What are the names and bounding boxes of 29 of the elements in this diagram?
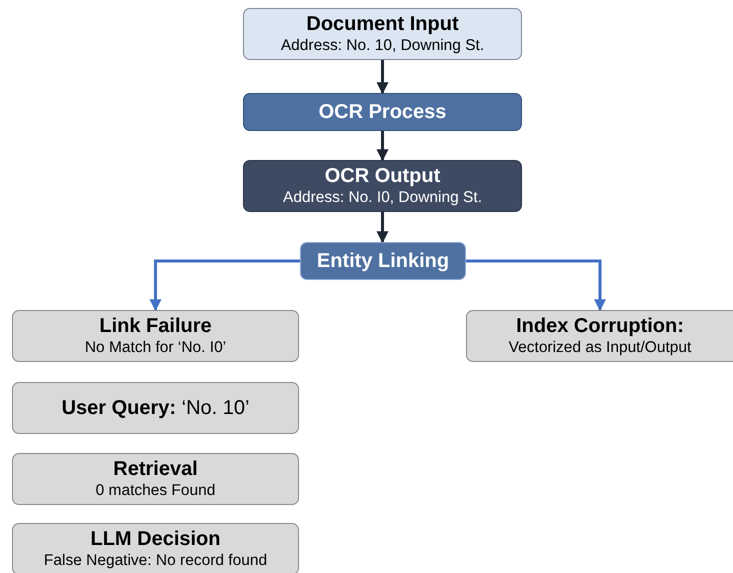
box-title: Index Corruption: xyxy=(516,315,684,338)
process-box xyxy=(300,242,466,280)
process-box xyxy=(243,93,522,131)
box-title: User Query: ‘No. 10’ xyxy=(62,396,250,420)
arrow xyxy=(376,60,388,94)
box-title: LLM Decision xyxy=(90,528,220,551)
box-title: Document Input xyxy=(306,13,459,36)
process-box xyxy=(243,160,522,212)
arrow xyxy=(466,260,606,312)
box-title: Retrieval xyxy=(113,458,198,481)
result-box xyxy=(12,523,299,573)
box-description: Vectorized as Input/Output xyxy=(508,338,692,357)
box-description: Address: No. 10, Downing St. xyxy=(280,36,484,55)
box-description: No Match for ‘No. I0’ xyxy=(84,338,226,357)
box-title: Entity Linking xyxy=(316,250,450,272)
box-description: Address: No. I0, Downing St. xyxy=(282,188,482,207)
result-box xyxy=(12,382,299,434)
process-box xyxy=(243,8,522,60)
box-title: OCR Output xyxy=(324,165,440,188)
result-box xyxy=(12,453,299,505)
arrow xyxy=(376,212,388,244)
arrow xyxy=(150,260,300,312)
result-box xyxy=(466,310,733,362)
result-box xyxy=(12,310,299,362)
box-description: False Negative: No record found xyxy=(44,551,268,570)
box-title: OCR Process xyxy=(318,100,446,124)
box-title: Link Failure xyxy=(99,315,212,338)
box-description: 0 matches Found xyxy=(96,481,216,500)
arrow xyxy=(376,131,388,162)
